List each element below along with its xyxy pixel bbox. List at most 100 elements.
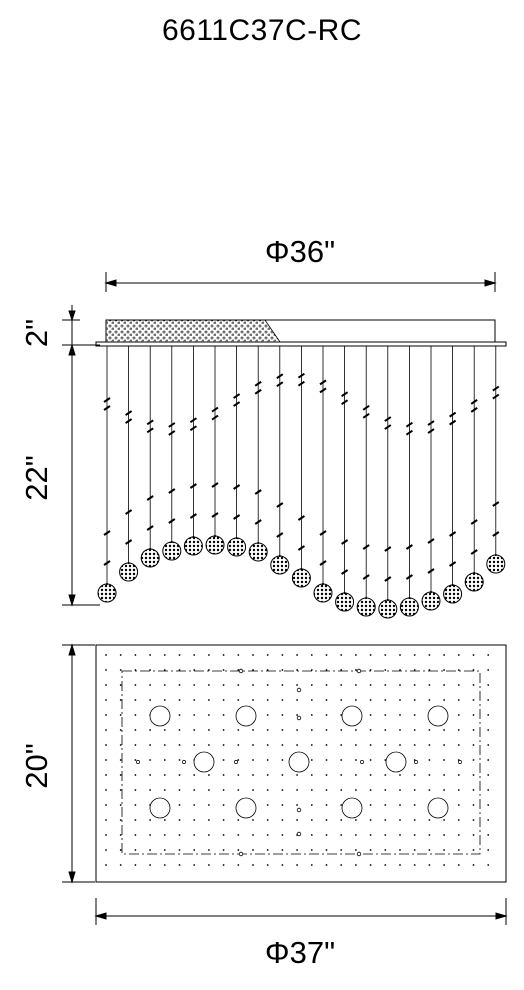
plan-dot — [222, 729, 225, 731]
plan-dot — [237, 684, 240, 686]
plan-dot — [384, 684, 387, 686]
plan-dot — [413, 669, 416, 671]
crystal-bead — [254, 388, 262, 395]
plan-dot — [163, 744, 166, 746]
plan-dot — [252, 684, 254, 686]
plan-dot — [443, 684, 445, 686]
plan-dot — [355, 729, 357, 731]
pendant-hole — [149, 797, 171, 819]
plan-dot — [281, 684, 284, 686]
crystal-bead — [405, 544, 413, 550]
plan-dot — [457, 849, 460, 851]
crystal-bead — [492, 501, 500, 507]
plan-dot — [472, 699, 475, 701]
plan-dot — [310, 789, 313, 791]
plan-dot — [355, 699, 357, 701]
plan-dot — [266, 804, 269, 806]
plan-dot — [355, 819, 357, 821]
plan-dot — [399, 654, 401, 656]
plan-dot — [134, 849, 137, 851]
plan-dot — [310, 759, 313, 761]
plan-dot — [399, 789, 401, 791]
plan-dot — [163, 819, 166, 821]
plan-dot — [105, 834, 107, 836]
crystal-bead — [405, 574, 413, 580]
plan-dot — [178, 669, 181, 671]
plan-dot — [355, 669, 357, 671]
crystal-bead — [297, 380, 305, 387]
crystal-bead — [103, 530, 111, 536]
plan-dot — [369, 729, 372, 731]
plan-dot — [399, 819, 401, 821]
plan-dot — [208, 849, 210, 851]
pendant-strand — [119, 346, 139, 582]
plan-dot — [487, 789, 490, 791]
crystal-bead — [492, 531, 500, 537]
plan-dot — [163, 834, 166, 836]
plan-dot — [134, 654, 137, 656]
plan-dot — [310, 744, 313, 746]
plan-dot — [340, 654, 343, 656]
crystal-bead — [319, 387, 327, 394]
plan-dot — [369, 669, 372, 671]
crystal-bead — [125, 539, 133, 545]
plan-dot — [340, 774, 343, 776]
plan-dot — [472, 819, 475, 821]
crystal-ball — [270, 555, 290, 575]
plan-dot — [281, 654, 284, 656]
plan-dot — [487, 654, 490, 656]
plan-dot — [193, 864, 196, 866]
crystal-bead — [125, 418, 133, 424]
plan-dot — [399, 669, 401, 671]
crystal-bead — [189, 513, 197, 519]
plan-dot — [105, 654, 107, 656]
crystal-bead — [168, 430, 176, 436]
crystal-bead — [427, 568, 435, 574]
pendant-hole — [427, 705, 449, 727]
plan-dot — [369, 789, 372, 791]
plan-dot — [119, 744, 122, 746]
crystal-bead — [341, 539, 349, 545]
pendant-strand — [378, 346, 398, 619]
plan-dot — [428, 819, 431, 821]
plan-dot — [355, 759, 357, 761]
crystal-bead — [405, 429, 413, 436]
plan-dot — [134, 669, 137, 671]
plan-dot — [325, 669, 328, 671]
plan-dot — [222, 654, 225, 656]
plan-dot — [119, 759, 122, 761]
plan-dot — [413, 699, 416, 701]
plan-dot — [193, 714, 196, 716]
plan-dot — [178, 789, 181, 791]
pendant-strand — [183, 346, 203, 556]
crystal-bead — [125, 509, 133, 515]
pendant-strand — [205, 346, 225, 555]
plan-dot — [369, 819, 372, 821]
plan-dot — [134, 774, 137, 776]
plan-dot — [428, 834, 431, 836]
plan-dot — [384, 744, 387, 746]
pendant-hole — [235, 797, 257, 819]
plan-dot — [119, 819, 122, 821]
plan-dot — [399, 729, 401, 731]
plan-dot — [208, 684, 210, 686]
top-width-dimension — [104, 272, 497, 292]
plan-dot — [428, 684, 431, 686]
plan-dot — [252, 744, 254, 746]
plan-dot — [105, 729, 107, 731]
plan-dot — [134, 729, 137, 731]
plan-dot — [163, 774, 166, 776]
plan-dot — [208, 744, 210, 746]
plan-dot — [487, 744, 490, 746]
plan-dot — [237, 729, 240, 731]
crystal-bead — [449, 531, 457, 537]
pendant-strand — [335, 346, 355, 612]
plan-dot — [443, 759, 445, 761]
plan-dot — [208, 804, 210, 806]
plan-dot — [472, 834, 475, 836]
plan-dot — [472, 864, 475, 866]
crystal-bead — [254, 380, 262, 387]
plan-dot — [296, 684, 298, 686]
plan-dot — [340, 669, 343, 671]
plan-dot — [281, 669, 284, 671]
